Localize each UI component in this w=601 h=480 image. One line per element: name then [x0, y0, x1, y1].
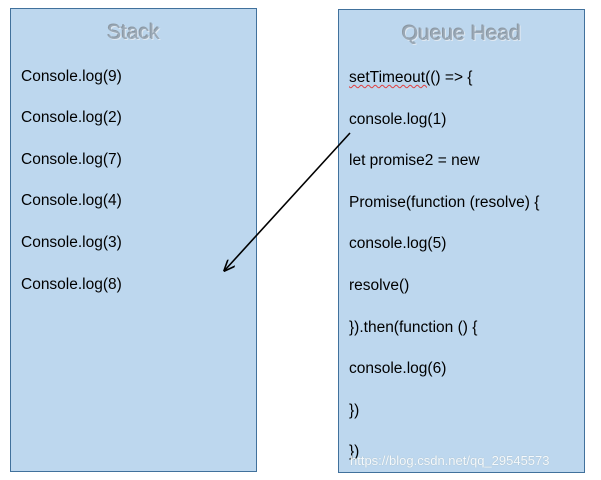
queue-line: resolve() — [349, 277, 410, 294]
queue-line-prefix: setTimeout( — [349, 69, 431, 86]
queue-line: Promise(function (resolve) { — [349, 194, 540, 211]
stack-title: Stack — [107, 21, 160, 44]
queue-title: Queue Head — [401, 22, 522, 45]
queue-panel: Queue Head setTimeout(() => { console.lo… — [338, 9, 585, 473]
queue-line: }).then(function () { — [349, 319, 478, 336]
watermark: https://blog.csdn.net/qq_29545573 — [350, 453, 550, 468]
queue-line: }) — [349, 443, 360, 460]
queue-line: console.log(6) — [349, 360, 447, 377]
stack-panel: Stack Console.log(9) Console.log(2) Cons… — [10, 8, 257, 472]
stack-line: Console.log(2) — [21, 109, 122, 126]
stack-line: Console.log(7) — [21, 151, 122, 168]
queue-line: console.log(5) — [349, 235, 447, 252]
queue-line-text: () => { — [430, 69, 473, 86]
stack-line: Console.log(9) — [21, 68, 122, 85]
stack-line: Console.log(8) — [21, 276, 122, 293]
stack-line: Console.log(3) — [21, 234, 122, 251]
stack-line: Console.log(4) — [21, 192, 122, 209]
queue-line: console.log(1) — [349, 111, 447, 128]
queue-line: }) — [349, 402, 360, 419]
queue-line: let promise2 = new — [349, 152, 480, 169]
queue-line: setTimeout(() => { — [349, 69, 472, 87]
flow-arrow — [225, 132, 351, 270]
